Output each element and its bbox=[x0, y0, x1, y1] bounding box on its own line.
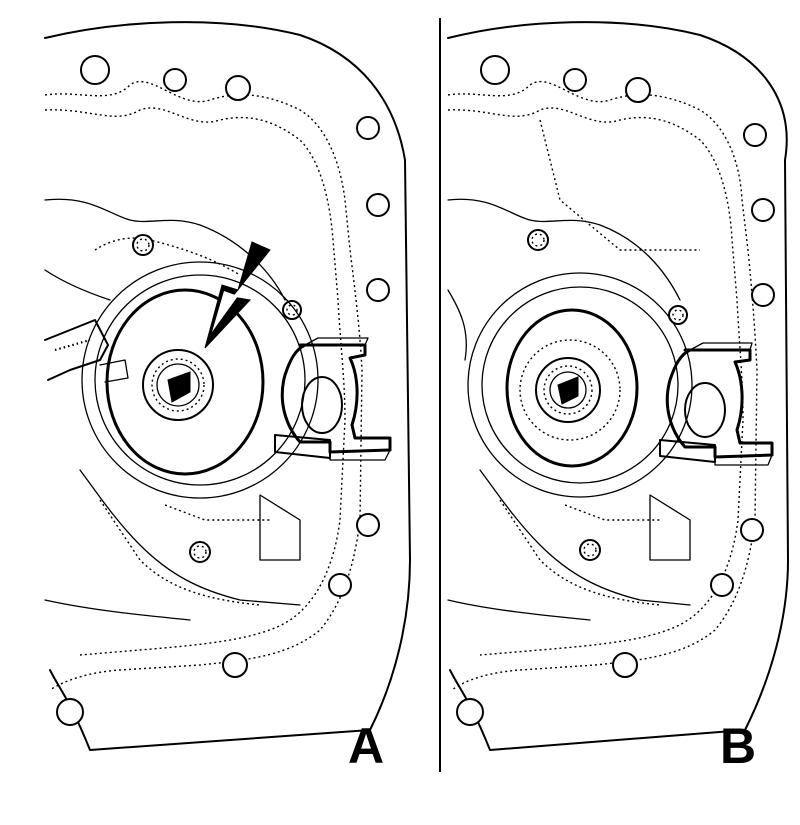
panel-label-b: B bbox=[720, 718, 756, 774]
stud-thread bbox=[583, 543, 597, 557]
retaining-plate bbox=[505, 308, 639, 468]
stud bbox=[189, 541, 211, 563]
bearing-race bbox=[151, 358, 205, 412]
gasket-inner bbox=[447, 107, 744, 656]
stud-thread bbox=[136, 238, 150, 252]
bearing-ring bbox=[94, 274, 306, 486]
stud bbox=[579, 539, 601, 561]
internal-web bbox=[539, 119, 700, 251]
bolt-hole bbox=[356, 513, 380, 537]
gasket-inner bbox=[44, 107, 346, 656]
bearing-seal bbox=[142, 349, 214, 421]
internal-web bbox=[447, 289, 467, 361]
internal-web bbox=[44, 269, 111, 301]
stud bbox=[527, 229, 549, 251]
bolt-hole bbox=[612, 652, 638, 678]
internal-web bbox=[94, 237, 241, 276]
bearing-seal bbox=[535, 357, 601, 423]
shift-linkage bbox=[44, 319, 109, 381]
bolt-hole bbox=[328, 573, 352, 597]
internal-web bbox=[259, 494, 301, 561]
housing-outline bbox=[447, 21, 789, 751]
panel-label-a: A bbox=[348, 718, 384, 774]
bearing-race bbox=[543, 365, 593, 415]
housing-outline bbox=[44, 21, 411, 751]
retaining-clip bbox=[274, 337, 392, 461]
internal-web bbox=[447, 198, 681, 301]
stud-thread bbox=[672, 309, 684, 321]
bearing-race bbox=[519, 339, 621, 441]
gasket-line bbox=[44, 80, 363, 691]
internal-web bbox=[79, 469, 301, 606]
bolt-hole bbox=[80, 55, 110, 85]
shift-linkage bbox=[54, 338, 91, 352]
bearing-race bbox=[549, 371, 587, 409]
bolt-hole bbox=[225, 75, 251, 101]
bolt-hole bbox=[366, 193, 390, 217]
bolt-hole bbox=[456, 698, 484, 726]
bolt-hole bbox=[751, 198, 775, 222]
bolt-hole bbox=[740, 518, 764, 542]
stud bbox=[132, 234, 154, 256]
retaining-plate bbox=[105, 288, 265, 476]
shift-linkage bbox=[99, 359, 129, 383]
bolt-hole bbox=[625, 77, 651, 103]
internal-web bbox=[649, 494, 691, 561]
bearing-race bbox=[156, 363, 200, 407]
internal-web bbox=[479, 469, 691, 606]
arrow-icon bbox=[204, 241, 271, 349]
internal-web bbox=[447, 599, 591, 621]
stud-thread bbox=[286, 304, 298, 316]
retaining-clip bbox=[659, 342, 774, 466]
bolt-hole bbox=[743, 123, 767, 147]
bearing-ring-outer bbox=[81, 261, 319, 499]
shaft-end bbox=[557, 376, 579, 405]
bolt-hole bbox=[163, 68, 187, 92]
bolt-hole bbox=[751, 283, 775, 307]
bolt-hole bbox=[480, 55, 510, 85]
shaft-end bbox=[167, 371, 191, 403]
bolt-hole bbox=[563, 68, 587, 92]
internal-web bbox=[44, 599, 191, 621]
bolt-hole bbox=[710, 573, 734, 597]
bolt-hole bbox=[222, 652, 248, 678]
bolt-hole bbox=[366, 278, 390, 302]
gasket-line bbox=[447, 80, 758, 691]
bolt-hole bbox=[56, 698, 84, 726]
panel-b bbox=[447, 21, 789, 751]
stud-thread bbox=[193, 545, 207, 559]
bolt-hole bbox=[356, 116, 380, 140]
panel-a bbox=[44, 21, 411, 751]
stud-thread bbox=[531, 233, 545, 247]
internal-web bbox=[564, 504, 660, 521]
internal-web bbox=[164, 504, 270, 521]
bearing-ring-outer bbox=[467, 272, 693, 498]
internal-web bbox=[99, 499, 261, 606]
internal-web bbox=[44, 198, 286, 301]
stud bbox=[668, 305, 688, 325]
bearing-ring bbox=[481, 286, 679, 484]
stud bbox=[282, 300, 302, 320]
